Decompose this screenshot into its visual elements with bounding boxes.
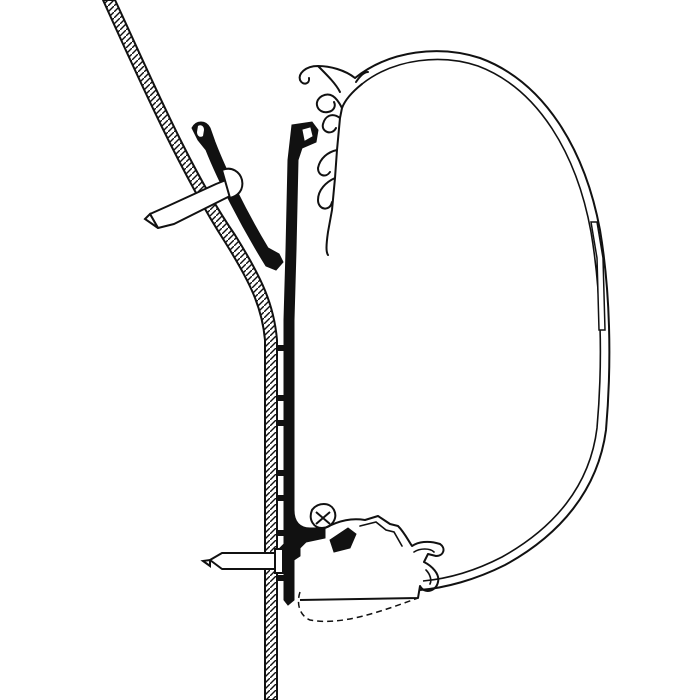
adapter-arm-slot: [197, 125, 204, 137]
awning-upper-profile: [315, 83, 363, 256]
awning-lower-profile: [299, 515, 445, 601]
hidden-outline-dashed: [297, 591, 419, 623]
bracket-teeth: [277, 345, 285, 581]
awning-top-hook: [298, 64, 369, 93]
vehicle-wall-section: [102, 0, 278, 700]
awning-housing-outer: [354, 50, 611, 591]
lower-clamp: [309, 503, 357, 553]
bracket-inner-channel: [302, 127, 313, 141]
housing-side-rib: [590, 221, 606, 331]
screw-icon: [143, 167, 244, 229]
awning-lower-profile-inner: [359, 521, 435, 585]
screw-icon: [200, 548, 284, 574]
